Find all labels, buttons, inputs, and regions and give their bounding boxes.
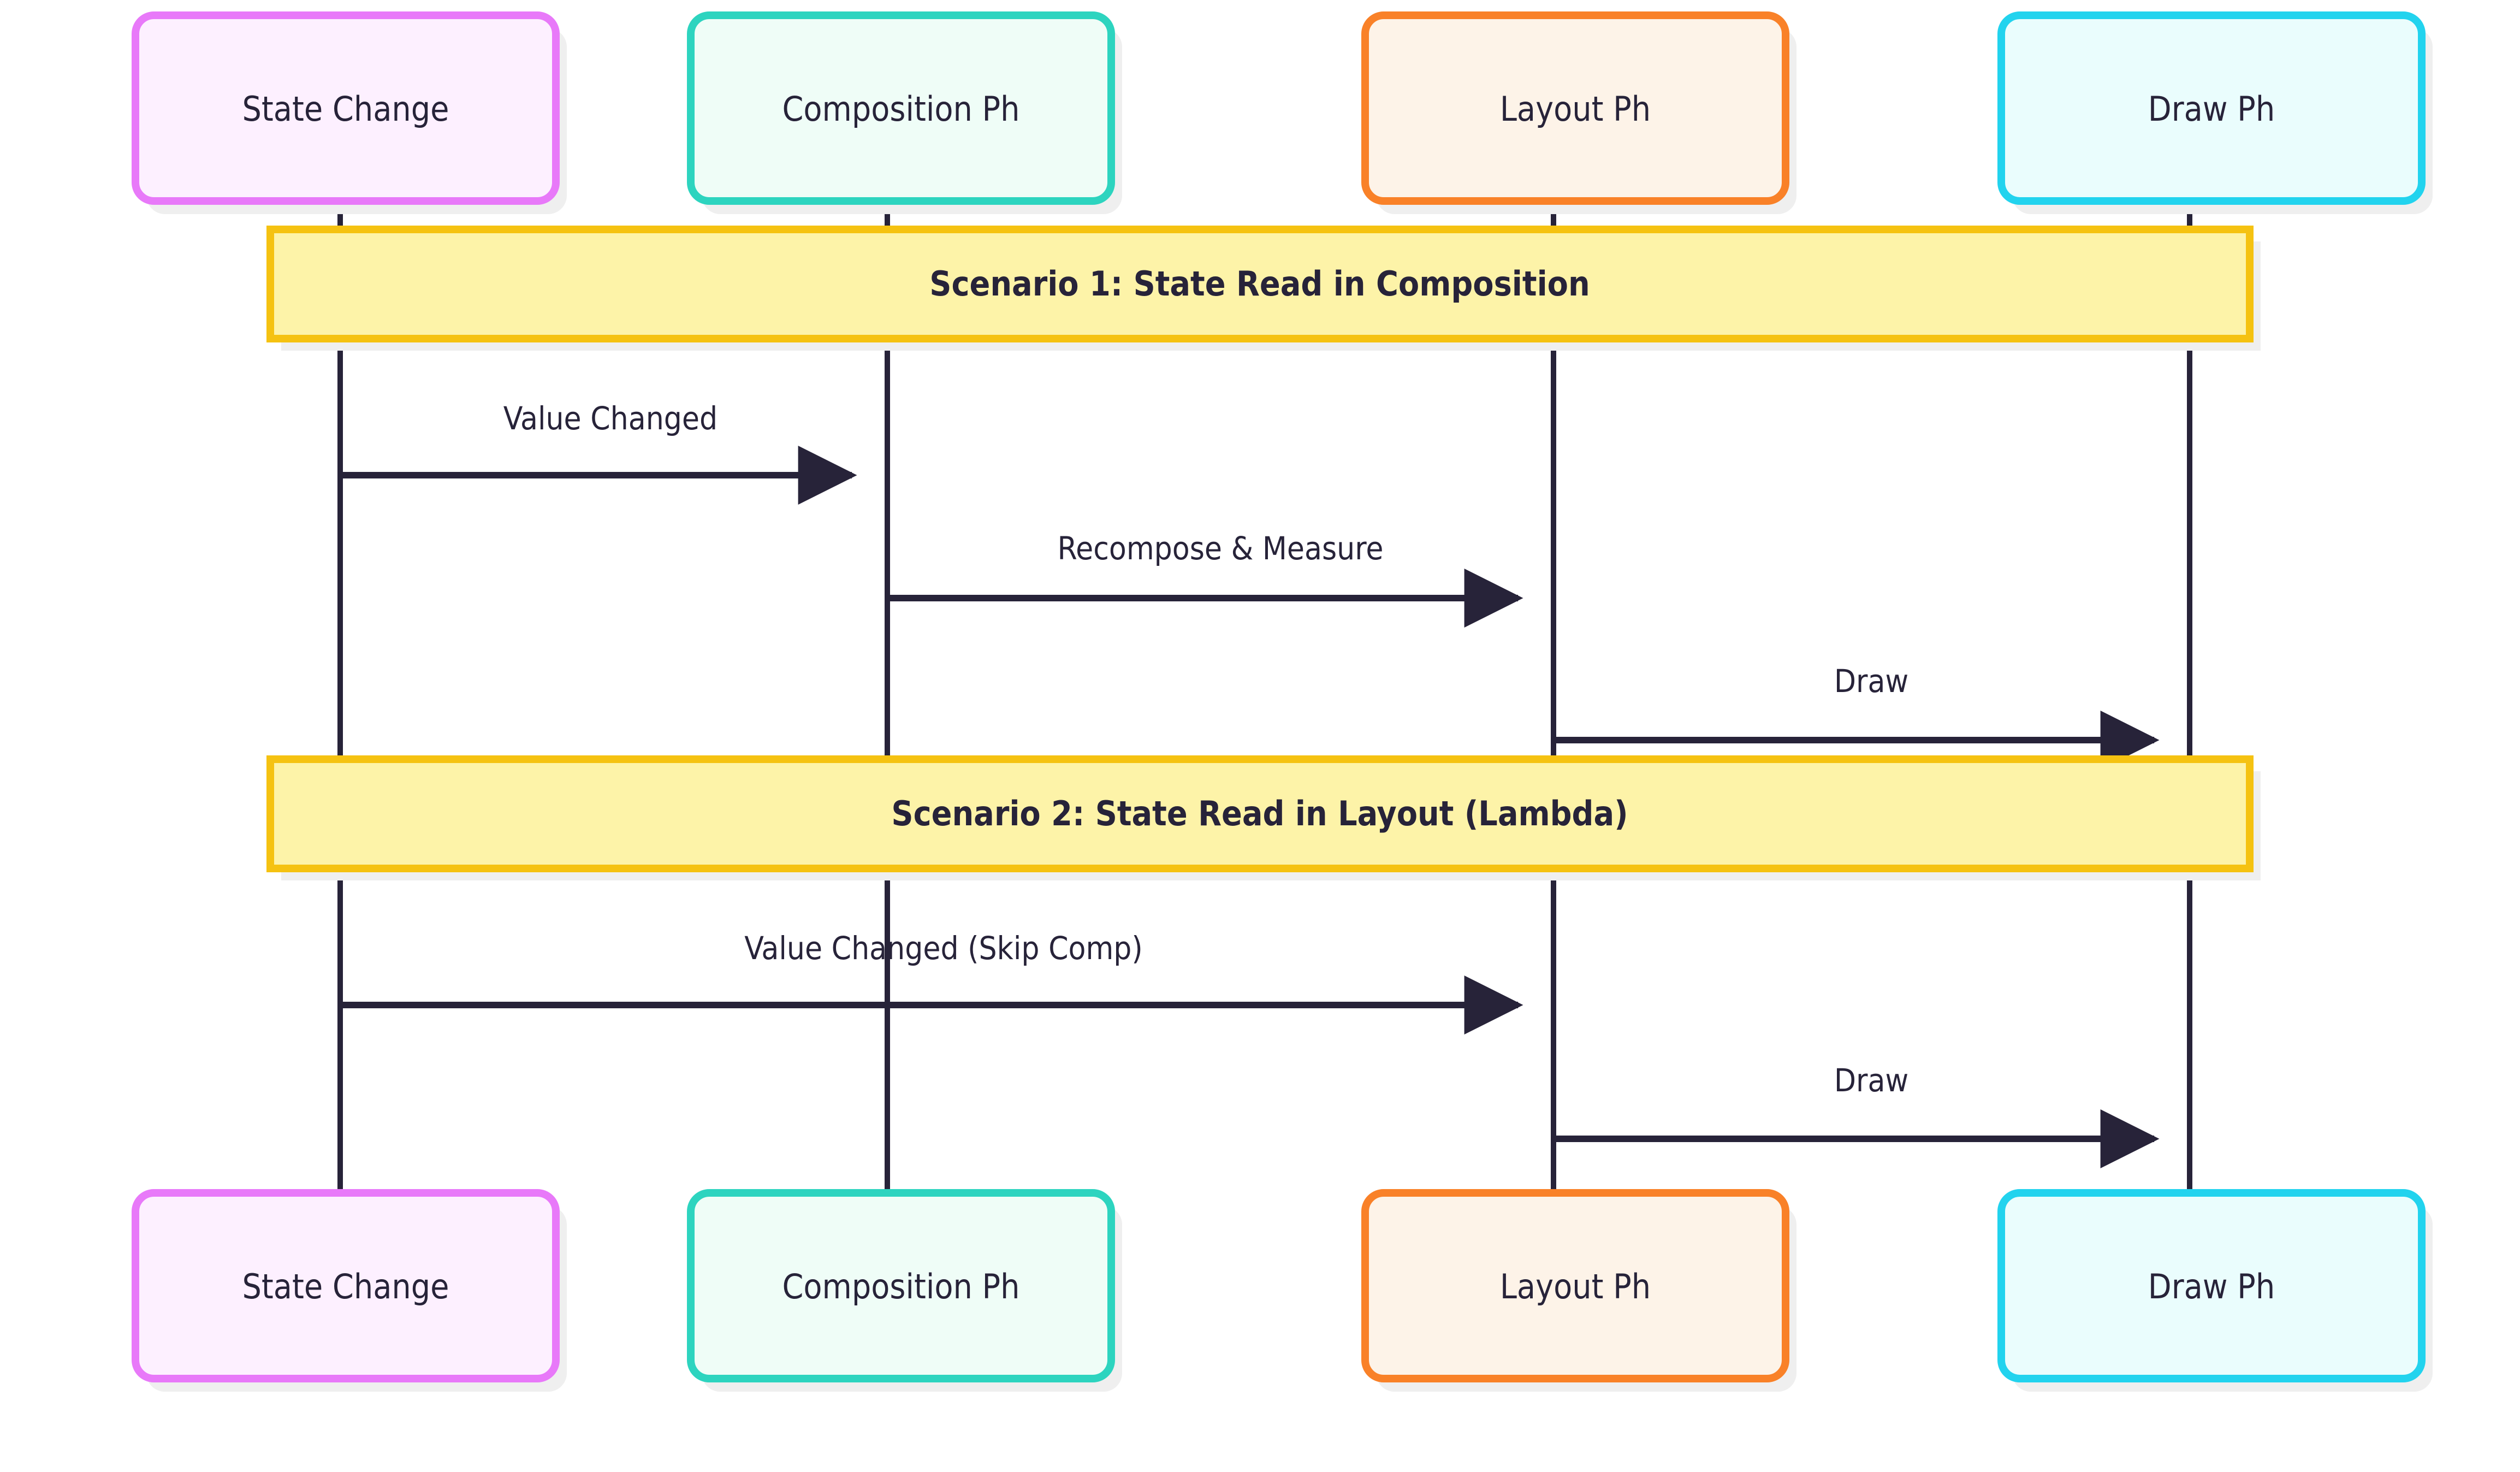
actor-label-draw-ph-top: Draw Ph <box>2148 89 2275 129</box>
actor-box-rect <box>1997 11 2426 205</box>
actor-box-state-change-top[interactable]: State Change <box>132 11 567 214</box>
scenario-banner-1[interactable]: Scenario 1: State Read in Composition <box>266 226 2261 351</box>
message-value-changed-skip-comp[interactable]: Value Changed (Skip Comp) <box>340 930 1523 1034</box>
actor-label-state-change-bottom: State Change <box>242 1267 449 1307</box>
banner-rect <box>266 755 2254 872</box>
message-draw-1[interactable]: Draw <box>1553 663 2160 770</box>
actor-box-layout-ph-bottom[interactable]: Layout Ph <box>1361 1189 1796 1392</box>
actor-box-layout-ph-top[interactable]: Layout Ph <box>1361 11 1796 214</box>
actor-label-composition-ph-top: Composition Ph <box>782 89 1019 129</box>
message-recompose-measure[interactable]: Recompose & Measure <box>887 530 1523 628</box>
actor-box-draw-ph-top[interactable]: Draw Ph <box>1997 11 2433 214</box>
scenario-banner-2[interactable]: Scenario 2: State Read in Layout (Lambda… <box>266 755 2261 880</box>
actor-box-state-change-bottom[interactable]: State Change <box>132 1189 567 1392</box>
actor-label-draw-ph-bottom: Draw Ph <box>2148 1267 2275 1307</box>
actor-box-rect <box>1997 1189 2426 1382</box>
scenario-banner-2-label: Scenario 2: State Read in Layout (Lambda… <box>891 794 1628 833</box>
message-value-changed-skip-comp-label: Value Changed (Skip Comp) <box>744 930 1143 967</box>
actor-label-state-change-top: State Change <box>242 89 449 129</box>
banner-rect <box>266 226 2254 342</box>
lifelines-group <box>337 202 2192 1193</box>
actor-box-composition-ph-top[interactable]: Composition Ph <box>687 11 1122 214</box>
actor-box-rect <box>1361 11 1789 205</box>
actor-box-draw-ph-bottom[interactable]: Draw Ph <box>1997 1189 2433 1392</box>
actor-box-rect <box>1361 1189 1789 1382</box>
actor-footer-row: State Change Composition Ph Layout Ph Dr… <box>132 1189 2433 1392</box>
actor-box-rect <box>687 1189 1115 1382</box>
message-draw-1-label: Draw <box>1834 663 1908 700</box>
actor-box-rect <box>132 1189 560 1382</box>
actor-label-layout-ph-bottom: Layout Ph <box>1500 1267 1651 1307</box>
message-value-changed[interactable]: Value Changed <box>340 400 857 505</box>
message-draw-2[interactable]: Draw <box>1553 1062 2160 1168</box>
actor-box-rect <box>132 11 560 205</box>
actor-label-composition-ph-bottom: Composition Ph <box>782 1267 1019 1307</box>
actor-box-composition-ph-bottom[interactable]: Composition Ph <box>687 1189 1122 1392</box>
message-draw-2-label: Draw <box>1834 1062 1908 1099</box>
actor-header-row: State Change Composition Ph Layout Ph Dr… <box>132 11 2433 214</box>
actor-label-layout-ph-top: Layout Ph <box>1500 89 1651 129</box>
scenario-banner-1-label: Scenario 1: State Read in Composition <box>929 264 1590 304</box>
actor-box-rect <box>687 11 1115 205</box>
message-recompose-measure-label: Recompose & Measure <box>1057 530 1383 567</box>
message-value-changed-label: Value Changed <box>503 400 718 437</box>
